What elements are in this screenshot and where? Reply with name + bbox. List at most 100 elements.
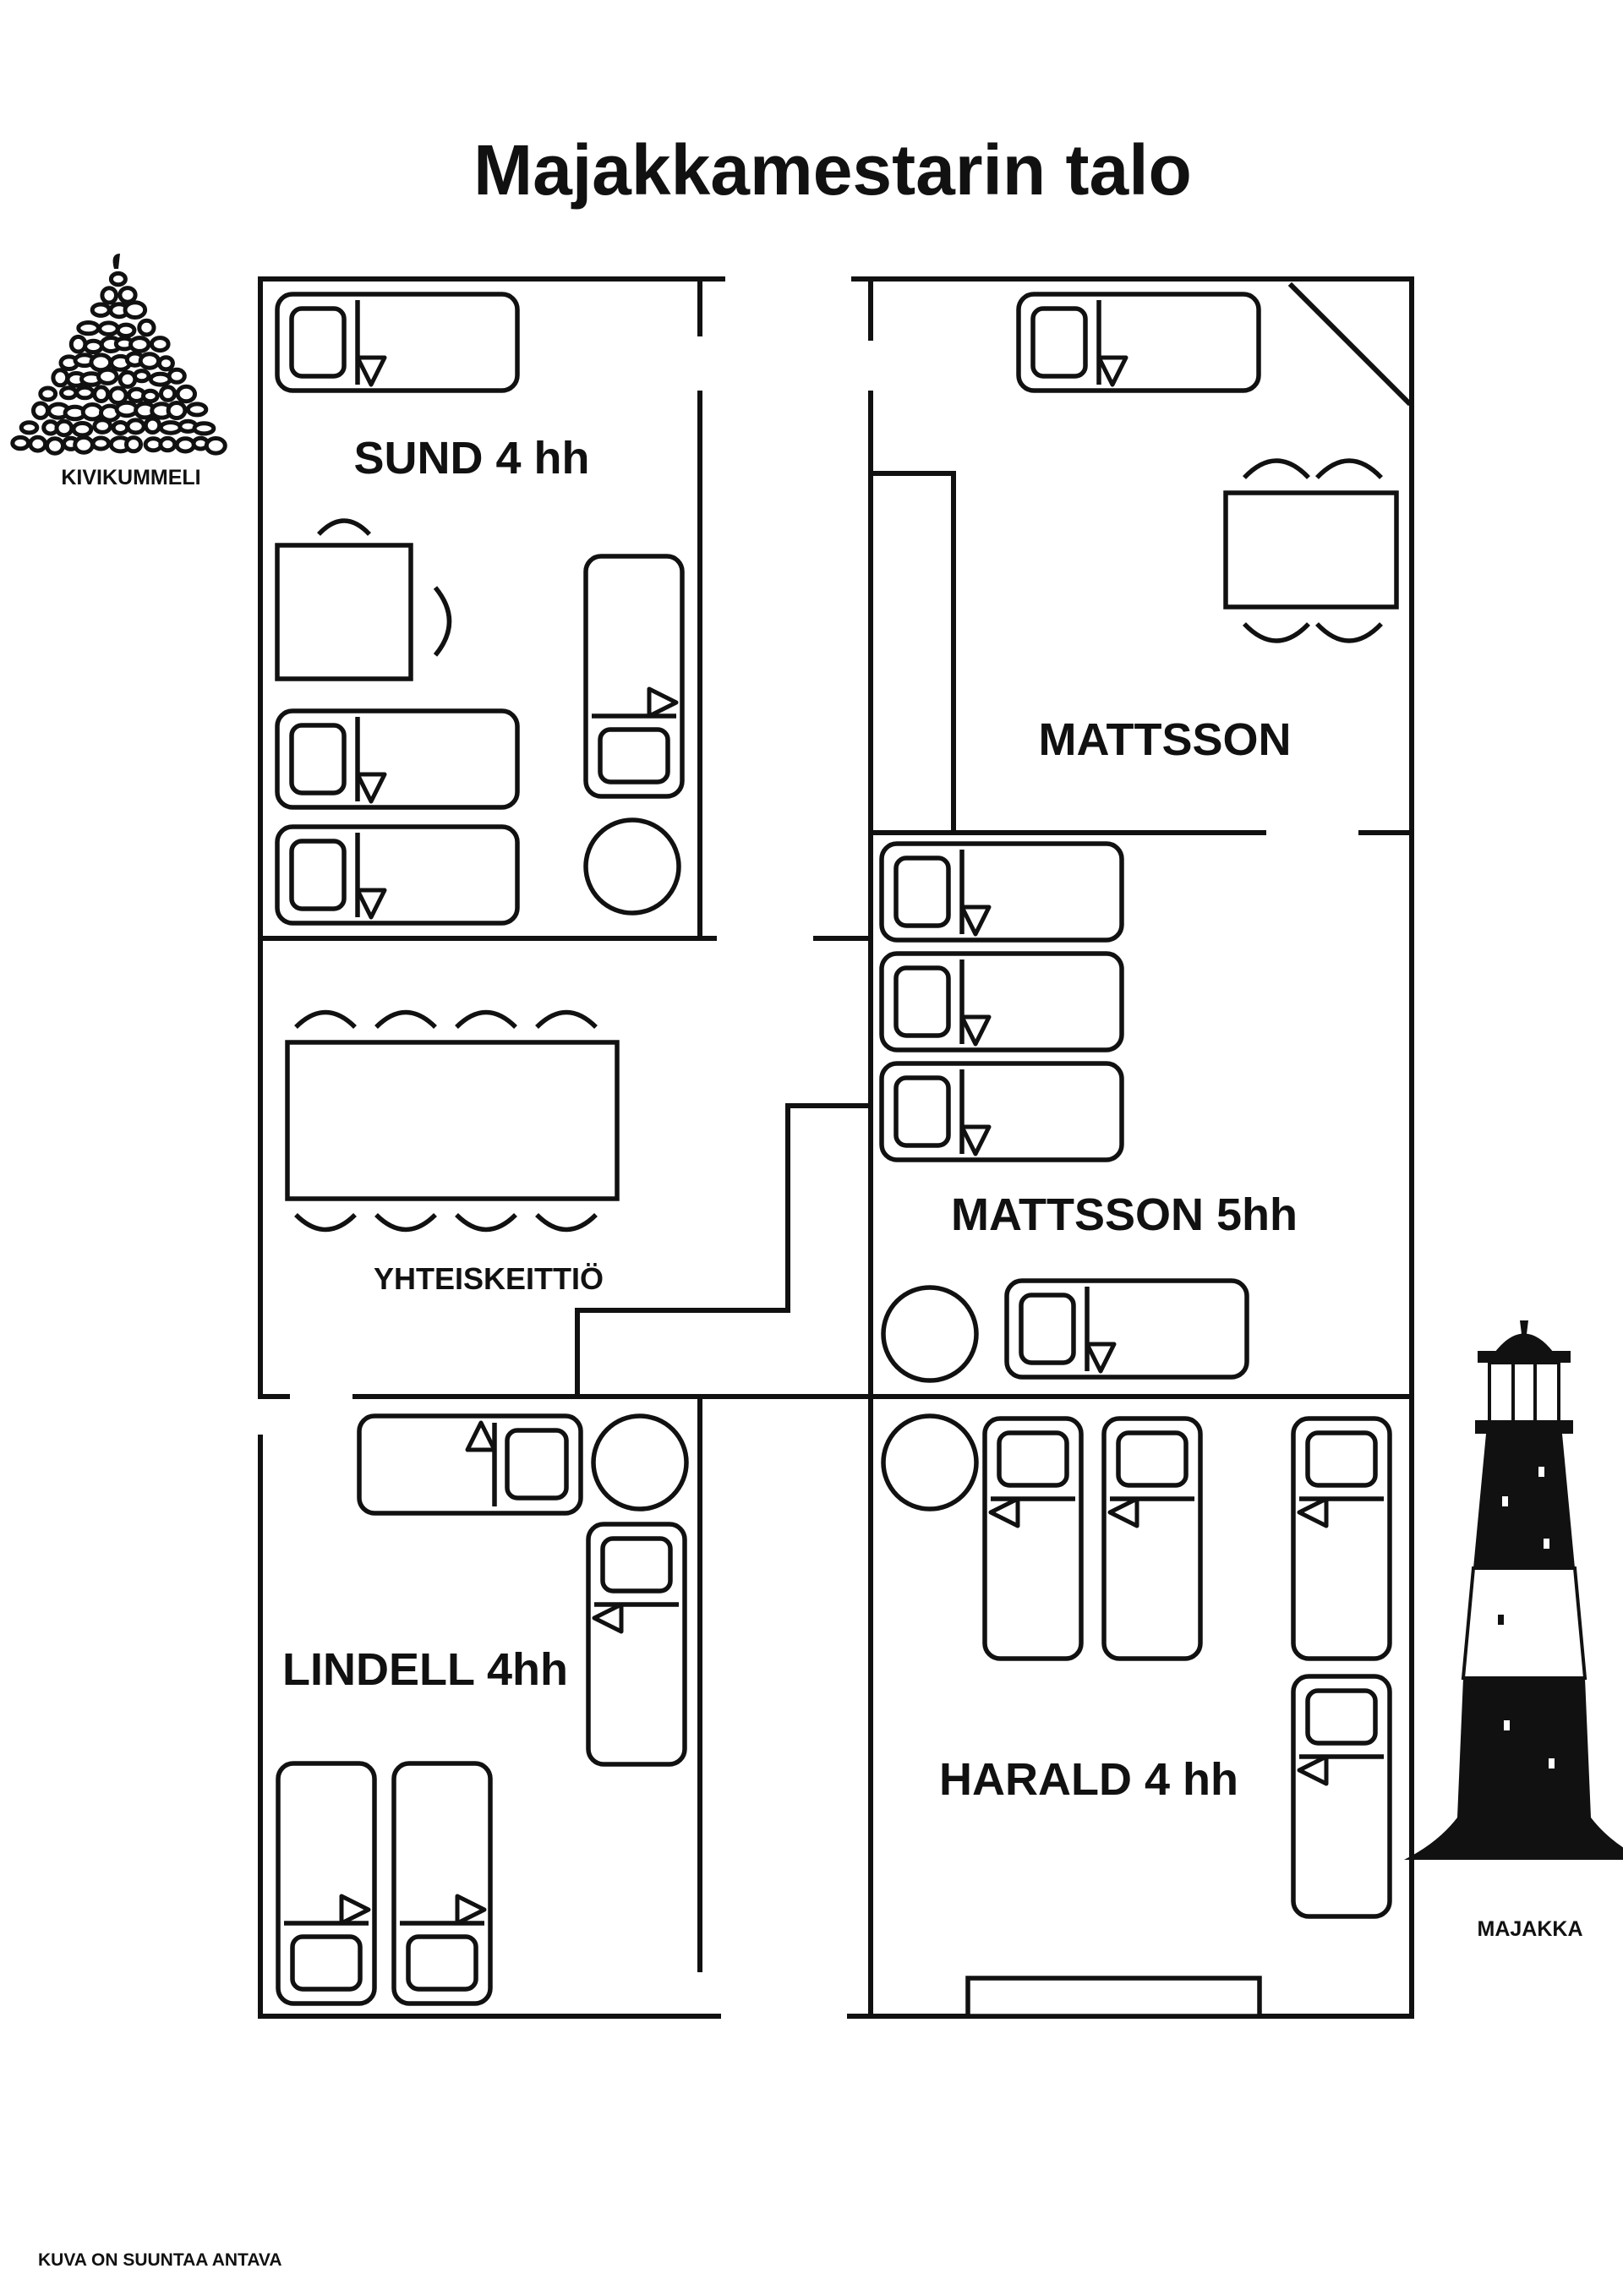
cairn-stone — [204, 436, 227, 456]
cairn-stone — [45, 436, 65, 456]
bed-icon — [882, 844, 1122, 940]
room-label-kitchen: YHTEISKEITTIÖ — [374, 1261, 604, 1296]
cairn-stone — [128, 336, 151, 353]
cairn-stone — [132, 369, 151, 384]
cairn-stone — [143, 416, 162, 435]
cairn-stone — [68, 334, 88, 354]
landmark-label-cairn: KIVIKUMMELI — [61, 466, 200, 489]
cairn-stone — [38, 385, 58, 402]
cairn-stone — [83, 338, 104, 355]
cairn-stone — [19, 420, 40, 435]
cairn-stone — [28, 435, 48, 453]
table-icon — [285, 1040, 620, 1201]
bed-icon — [1019, 294, 1259, 391]
round-table-icon — [583, 817, 681, 916]
bed-icon — [1293, 1419, 1390, 1659]
round-table-icon — [881, 1285, 979, 1383]
room-sund: SUND 4 hh — [275, 294, 682, 923]
cairn-stone — [74, 385, 96, 401]
cairn-stone — [117, 286, 138, 304]
room-harald: HARALD 4 hh — [881, 1413, 1390, 1916]
cairn-stone — [166, 401, 188, 420]
room-label-sund: SUND 4 hh — [353, 433, 589, 484]
chair-icon — [294, 1213, 357, 1233]
room-mattsson-5hh: MATTSSON 5hh — [881, 844, 1298, 1383]
cairn-stone — [141, 388, 160, 404]
stone-cairn-icon — [10, 254, 227, 456]
chair-icon — [535, 1009, 598, 1029]
room-lindell: LINDELL 4hh — [278, 1413, 689, 2004]
room-label-mattsson: MATTSSON — [1039, 714, 1292, 765]
room-kitchen: YHTEISKEITTIÖ — [285, 1009, 620, 1296]
bed-icon — [588, 1524, 685, 1764]
cairn-stone — [124, 435, 143, 454]
round-table-icon — [881, 1413, 979, 1512]
cairn-stone — [51, 368, 70, 388]
table-icon — [1223, 490, 1399, 610]
bed-icon — [277, 711, 517, 807]
cairn-stone — [76, 320, 101, 336]
chair-icon — [294, 1009, 357, 1029]
cairn-stone — [80, 402, 104, 422]
cairn-stone — [31, 401, 50, 420]
bed-icon — [1293, 1676, 1390, 1916]
cairn-stone — [174, 436, 196, 454]
bed-icon — [882, 1063, 1122, 1160]
cairn-stone — [90, 302, 112, 318]
cairn-stone — [158, 420, 183, 435]
chair-icon — [455, 1213, 517, 1233]
table-icon — [275, 543, 413, 681]
page-title: Majakkamestarin talo — [473, 130, 1192, 210]
cairn-stone — [115, 322, 137, 338]
cairn-stone — [90, 435, 112, 451]
bed-icon — [1104, 1419, 1200, 1659]
cairn-stone — [167, 367, 187, 385]
cairn-stone — [100, 286, 118, 305]
bed-icon — [277, 294, 517, 391]
chair-icon — [535, 1213, 598, 1233]
cairn-stone — [92, 385, 111, 404]
cairn-stone — [138, 352, 161, 370]
bed-icon — [357, 1413, 583, 1516]
interior-walls — [258, 276, 1414, 2019]
cairn-stone — [97, 320, 120, 337]
bed-icon — [394, 1763, 490, 2004]
chair-icon — [1243, 622, 1310, 643]
cairn-stone — [114, 400, 139, 418]
bed-icon — [1007, 1281, 1247, 1377]
cairn-stone — [59, 385, 79, 401]
cairn-stone — [159, 385, 178, 402]
cairn-stone — [123, 300, 148, 320]
bed-icon — [882, 954, 1122, 1050]
footnote: KUVA ON SUUNTAA ANTAVA — [38, 2250, 282, 2270]
bed-icon — [985, 1419, 1081, 1659]
chair-icon — [374, 1009, 437, 1029]
room-label-lindell: LINDELL 4hh — [282, 1644, 568, 1695]
cairn-stone — [137, 318, 156, 337]
room-label-harald: HARALD 4 hh — [939, 1754, 1238, 1805]
round-table-icon — [591, 1413, 689, 1512]
chair-icon — [455, 1009, 517, 1029]
room-mattsson: MATTSSON — [1019, 294, 1399, 765]
cairn-stone — [156, 355, 175, 372]
cairn-stone — [175, 384, 198, 404]
chair-icon — [1315, 458, 1383, 479]
room-label-mattsson-5hh: MATTSSON 5hh — [951, 1189, 1298, 1240]
landmark-label-lighthouse: MAJAKKA — [1478, 1917, 1583, 1941]
bed-icon — [278, 1763, 374, 2004]
chair-icon — [374, 1213, 437, 1233]
cairn-stone — [71, 421, 94, 438]
cairn-stone — [111, 420, 130, 435]
bed-icon — [586, 556, 682, 796]
chair-icon — [433, 586, 452, 657]
bed-icon — [277, 827, 517, 923]
cairn-stone — [54, 418, 74, 438]
cairn-stone — [158, 435, 178, 453]
cairn-stone — [125, 418, 146, 435]
lighthouse-icon — [1404, 1320, 1623, 1860]
chair-icon — [1315, 622, 1383, 643]
outer-walls — [258, 276, 1414, 2019]
cairn-stone — [92, 418, 113, 435]
cairn-stone — [150, 336, 171, 353]
